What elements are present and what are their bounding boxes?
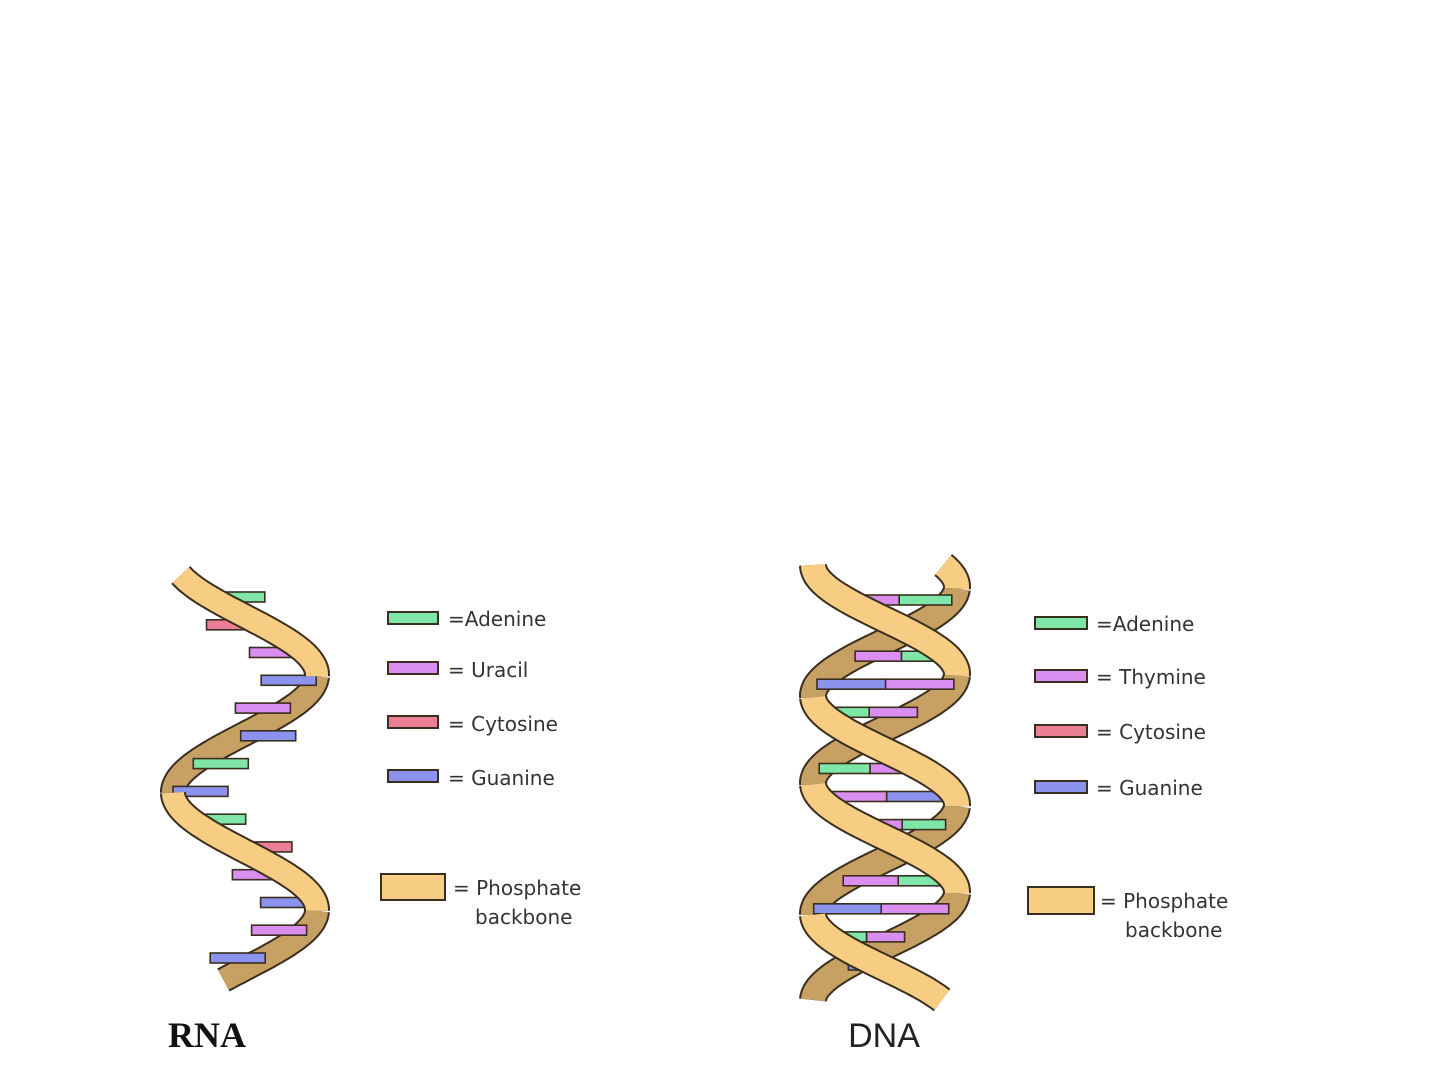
dna-base-thymine	[868, 706, 919, 719]
rna-legend-label-uracil: = Uracil	[448, 658, 528, 682]
dna-legend: =Adenine = Thymine = Cytosine = Guanine …	[1027, 612, 1228, 942]
dna-legend-label-backbone-1: = Phosphate	[1100, 889, 1228, 913]
dna-base-thymine	[880, 902, 950, 915]
dna-backbone-strand-b	[933, 554, 969, 599]
dna-legend-swatch-guanine	[1034, 780, 1088, 794]
rna-legend-swatch-backbone	[380, 873, 446, 901]
dna-base-thymine	[884, 678, 955, 691]
dna-legend-swatch-cytosine	[1034, 724, 1088, 738]
rna-base-guanine	[172, 785, 229, 798]
dna-legend-label-guanine: = Guanine	[1096, 776, 1203, 800]
dna-base-adenine	[901, 818, 947, 831]
rna-base-guanine	[239, 729, 297, 742]
rna-legend-swatch-uracil	[387, 661, 439, 675]
rna-legend-label-guanine: = Guanine	[448, 766, 555, 790]
dna-backbone-strand-a	[801, 554, 969, 686]
rna-backbone-segment	[215, 901, 328, 990]
rna-base-guanine	[260, 674, 318, 687]
dna-title: DNA	[848, 1017, 920, 1055]
dna-legend-swatch-thymine	[1034, 669, 1088, 683]
rna-base-uracil	[234, 702, 292, 714]
rna-title: RNA	[168, 1015, 246, 1055]
rna-legend: =Adenine = Uracil = Cytosine = Guanine =…	[380, 607, 581, 929]
dna-legend-label-adenine: =Adenine	[1096, 612, 1194, 636]
rna-legend-swatch-guanine	[387, 769, 439, 783]
dna-base-thymine	[842, 874, 900, 887]
rna-legend-label-backbone-2: backbone	[475, 905, 572, 929]
dna-base-thymine	[865, 931, 906, 943]
dna-legend-swatch-backbone	[1027, 886, 1095, 915]
dna-legend-swatch-adenine	[1034, 616, 1088, 630]
rna-legend-swatch-cytosine	[387, 715, 439, 729]
rna-legend-label-adenine: =Adenine	[448, 607, 546, 631]
rna-base-uracil	[250, 924, 308, 937]
dna-backbone-strand-b	[801, 904, 952, 1011]
rna-base-guanine	[209, 952, 266, 964]
dna-base-adenine	[898, 594, 953, 606]
rna-legend-label-backbone-1: = Phosphate	[453, 876, 581, 900]
rna-legend-swatch-adenine	[387, 611, 439, 625]
dna-backbone-strand-a	[801, 774, 969, 904]
rna-backbone-segment	[171, 565, 328, 686]
rna-single-strand-helix	[160, 563, 330, 992]
dna-base-guanine	[812, 902, 883, 915]
dna-double-helix	[799, 552, 971, 1013]
rna-backbone-segment	[162, 783, 328, 921]
dna-base-guanine	[816, 678, 887, 691]
dna-backbone-strand-b	[801, 687, 969, 817]
dna-legend-label-cytosine: = Cytosine	[1096, 720, 1206, 744]
dna-base-thymine	[854, 650, 903, 663]
dna-base-adenine	[818, 762, 871, 775]
dna-legend-label-thymine: = Thymine	[1096, 665, 1206, 689]
dna-legend-label-backbone-2: backbone	[1125, 918, 1222, 942]
rna-legend-label-cytosine: = Cytosine	[448, 712, 558, 736]
rna-base-adenine	[192, 757, 250, 770]
